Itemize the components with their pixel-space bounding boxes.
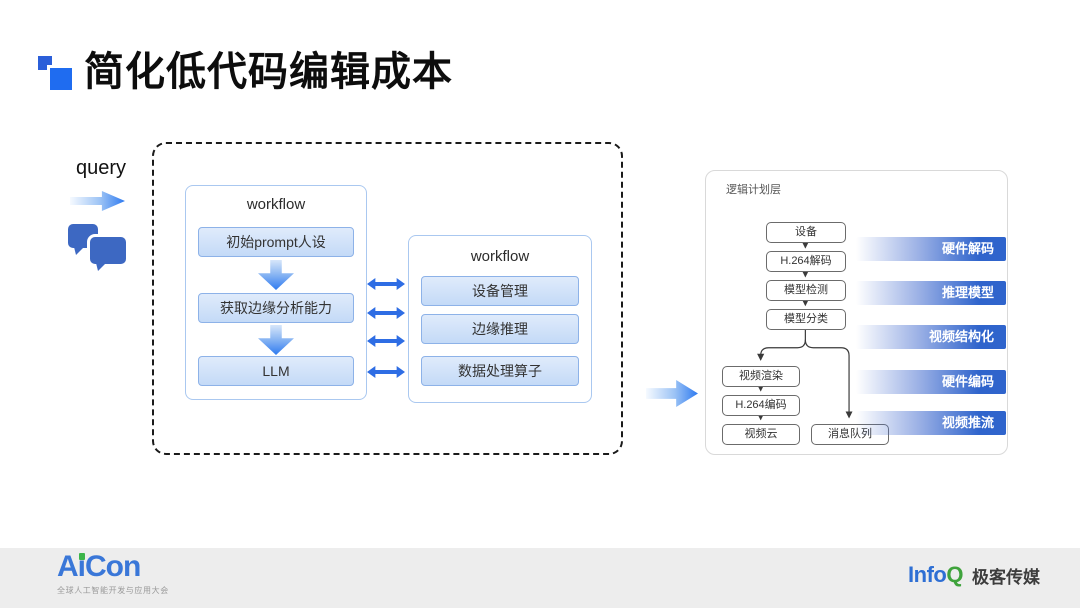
node-video-render: 视频渲染 [722, 366, 800, 387]
left-workflow-panel: workflow 初始prompt人设 获取边缘分析能力 LLM [185, 185, 367, 400]
right-workflow-panel: workflow 设备管理 边缘推理 数据处理算子 [408, 235, 592, 403]
workflow-step-edge-analysis: 获取边缘分析能力 [198, 293, 354, 323]
infoq-logo-info: Info [908, 562, 947, 587]
stage-bar-video-structuring: 视频结构化 [856, 325, 1006, 349]
node-h264-encode: H.264编码 [722, 395, 800, 416]
aicon-letters-con: Con [85, 550, 141, 583]
logical-plan-header: 逻辑计划层 [726, 184, 781, 196]
aicon-letter-i: i [77, 550, 86, 583]
workflow-step-llm: LLM [198, 356, 354, 386]
flow-right-arrow-icon [646, 380, 698, 407]
aicon-letter-a: A [57, 550, 79, 583]
down-arrow-icon [258, 325, 294, 355]
stage-bar-inference-model: 推理模型 [856, 281, 1006, 305]
infoq-logo-q: Q [946, 562, 963, 587]
workflow-group-container [152, 142, 623, 455]
query-right-arrow-icon [70, 191, 125, 211]
node-model-classify: 模型分类 [766, 309, 846, 330]
title-marker-large-square [50, 68, 72, 90]
node-model-detect: 模型检测 [766, 280, 846, 301]
infoq-logo: Info Q 极客传媒 [908, 562, 1040, 588]
stage-bar-video-push: 视频推流 [856, 411, 1006, 435]
workflow-step-data-operator: 数据处理算子 [421, 356, 579, 386]
chat-bubbles-icon [68, 224, 132, 278]
node-device: 设备 [766, 222, 846, 243]
logical-plan-panel: 逻辑计划层 设备 H.264解码 模型检测 模型分类 视频渲染 H.264编码 [705, 170, 1008, 455]
title-marker-icon [38, 56, 78, 96]
down-arrow-icon [258, 260, 294, 290]
aicon-tagline: 全球人工智能开发与应用大会 [57, 586, 169, 595]
stage-bar-hw-decode: 硬件解码 [856, 237, 1006, 261]
workflow-step-initial-prompt: 初始prompt人设 [198, 227, 354, 257]
query-label: query [76, 157, 127, 179]
node-video-cloud: 视频云 [722, 424, 800, 445]
stage-bar-hw-encode: 硬件编码 [856, 370, 1006, 394]
page-title: 简化低代码编辑成本 [84, 50, 453, 94]
right-workflow-title: workflow [470, 248, 530, 265]
title-marker-small-square [38, 56, 52, 70]
workflow-step-device-mgmt: 设备管理 [421, 276, 579, 306]
infoq-brand-name: 极客传媒 [972, 567, 1040, 587]
node-h264-decode: H.264解码 [766, 251, 846, 272]
workflow-step-edge-inference: 边缘推理 [421, 314, 579, 344]
chat-bubble-front [90, 237, 126, 264]
left-workflow-title: workflow [246, 196, 306, 213]
